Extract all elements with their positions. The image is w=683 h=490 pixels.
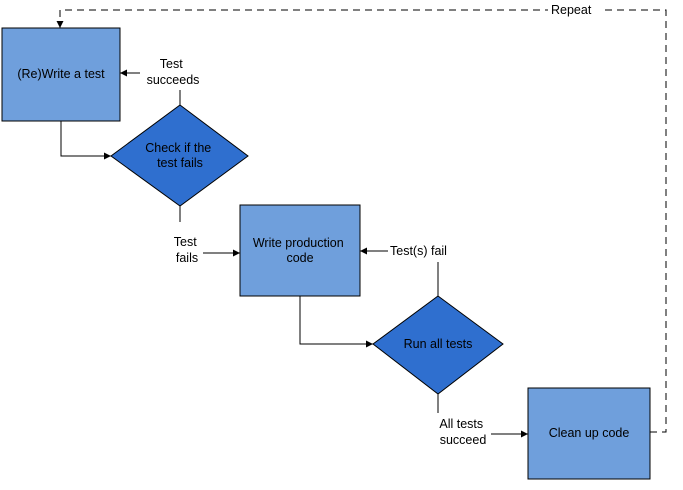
write-code-label: Write production code: [253, 236, 347, 265]
clean-up-box: [527, 387, 651, 480]
check-fails-label: Check if the test fails: [145, 141, 215, 170]
test-succeeds-label: Test succeeds: [147, 57, 200, 87]
clean-up-label: Clean up code: [549, 426, 630, 440]
repeat-label: Repeat: [551, 3, 592, 17]
all-succeed-label: All tests succeed: [439, 417, 486, 447]
write-test-box: [1, 27, 121, 122]
write-code-box: [239, 204, 361, 297]
run-tests-label: Run all tests: [404, 337, 473, 351]
write-test-label: (Re)Write a test: [17, 67, 105, 81]
repeat-loop-connector: [56, 9, 667, 433]
repeat-label-bg: [548, 3, 600, 17]
test-fails-label: Test fails: [174, 235, 200, 265]
connector-write-to-check: [60, 121, 111, 160]
tests-fail-label: Test(s) fail: [390, 244, 447, 258]
connector-code-to-run: [299, 296, 373, 348]
